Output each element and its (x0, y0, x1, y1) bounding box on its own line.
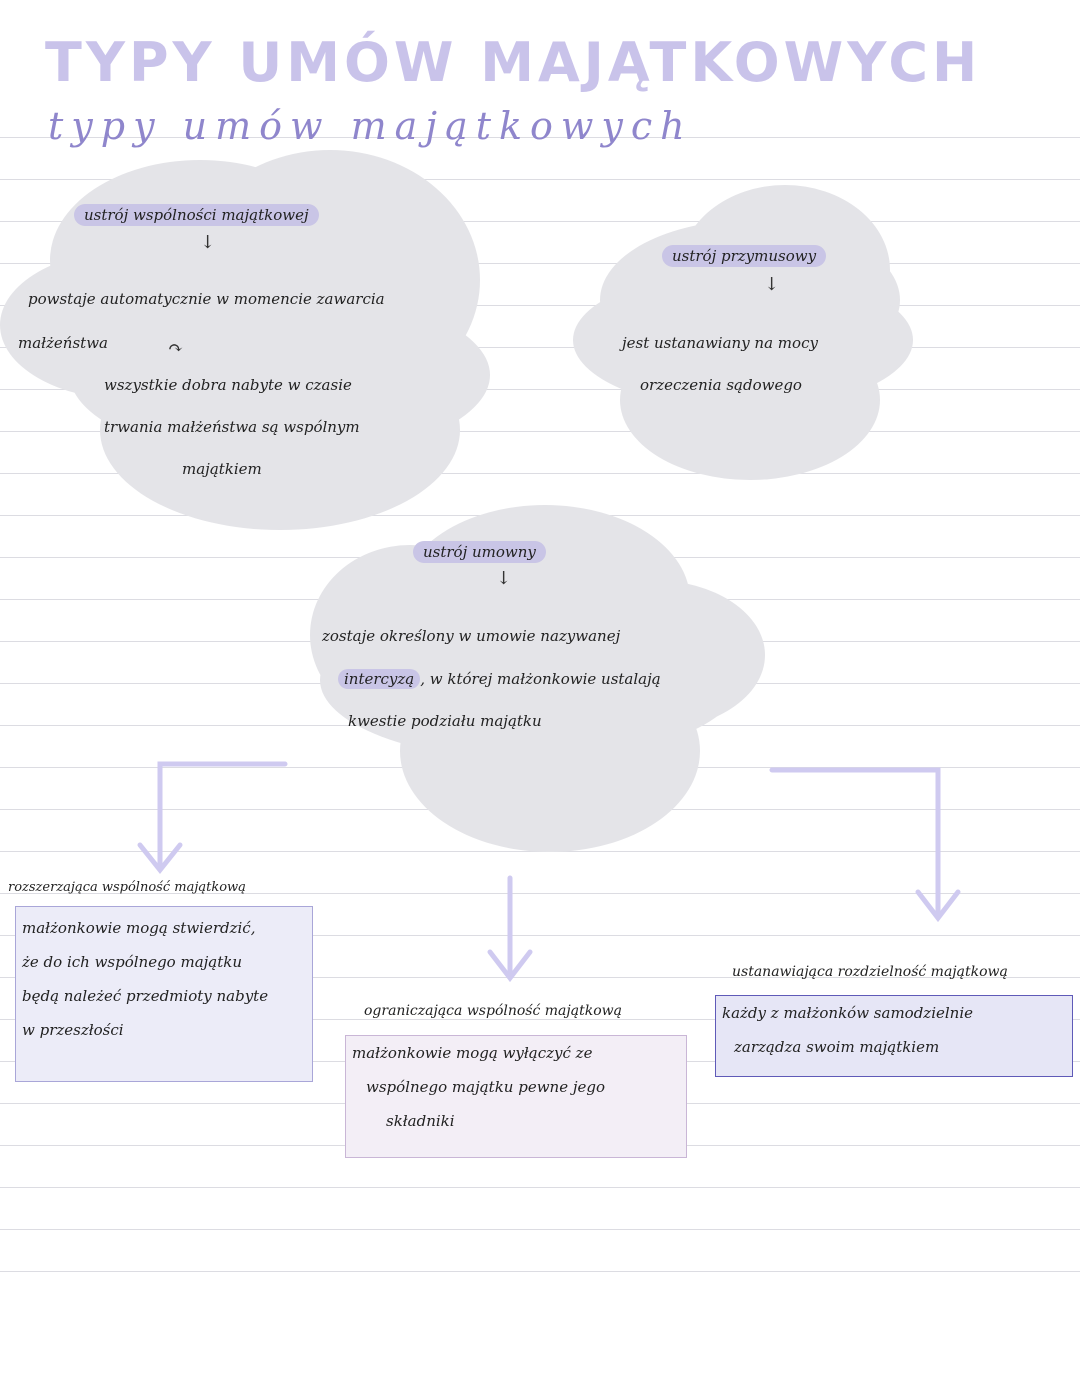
text-line: majątkiem (182, 460, 262, 478)
ruled-line (0, 1271, 1080, 1272)
text-line: orzeczenia sądowego (640, 376, 802, 394)
text-line: małżeństwa (18, 334, 108, 352)
label-separation: ustanawiająca rozdzielność majątkową (732, 964, 1008, 980)
ruled-line (0, 473, 1080, 474)
page-title: TYPY UMÓW MAJĄTKOWYCH (45, 31, 982, 94)
text-fragment: , w której małżonkowie ustalają (420, 670, 661, 688)
down-arrow-icon: ↓ (764, 274, 780, 295)
text-line: małżonkowie mogą stwierdzić, (22, 919, 256, 937)
text-line: intercyzą, w której małżonkowie ustalają (338, 669, 661, 689)
box-limiting: małżonkowie mogą wyłączyć ze wspólnego m… (345, 1035, 687, 1158)
text-line: powstaje automatycznie w momencie zawarc… (28, 290, 385, 308)
arrow-right (769, 767, 961, 923)
text-line: małżonkowie mogą wyłączyć ze (352, 1044, 593, 1062)
ruled-line (0, 1019, 1080, 1020)
text-line: będą należeć przedmioty nabyte (22, 987, 269, 1005)
ruled-line (0, 977, 1080, 978)
ruled-line (0, 179, 1080, 180)
page-title-script: typy umów majątkowych (48, 104, 693, 148)
text-line: zarządza swoim majątkiem (734, 1038, 940, 1056)
label-extending: rozszerzająca wspólność majątkową (8, 880, 246, 895)
heading-community-property: ustrój wspólności majątkowej (74, 204, 319, 226)
text-line: składniki (386, 1112, 455, 1130)
ruled-line (0, 221, 1080, 222)
text-line: trwania małżeństwa są wspólnym (104, 418, 360, 436)
ruled-line (0, 1187, 1080, 1188)
box-extending: małżonkowie mogą stwierdzić, że do ich w… (15, 906, 313, 1082)
ruled-line (0, 305, 1080, 306)
box-separation: każdy z małżonków samodzielnie zarządza … (715, 995, 1073, 1077)
text-line: że do ich wspólnego majątku (22, 953, 243, 971)
ruled-line (0, 431, 1080, 432)
label-limiting: ograniczająca wspólność majątkową (364, 1003, 622, 1019)
text-line: wspólnego majątku pewne jego (366, 1078, 605, 1096)
ruled-line (0, 263, 1080, 264)
down-arrow-icon: ↓ (200, 232, 216, 253)
ruled-line (0, 935, 1080, 936)
down-arrow-icon: ↓ (496, 568, 512, 589)
text-line: kwestie podziału majątku (348, 712, 542, 730)
ruled-line (0, 1229, 1080, 1230)
heading-contractual-regime: ustrój umowny (413, 541, 546, 563)
text-line: jest ustanawiany na mocy (622, 334, 818, 352)
ruled-line (0, 893, 1080, 894)
text-line: wszystkie dobra nabyte w czasie (104, 376, 352, 394)
arrow-middle (487, 875, 533, 983)
text-line: w przeszłości (22, 1021, 124, 1039)
arrow-left (137, 761, 288, 875)
ruled-line (0, 347, 1080, 348)
curved-arrow-icon: ↷ (168, 338, 184, 359)
text-line: zostaje określony w umowie nazywanej (322, 627, 621, 645)
heading-forced-regime: ustrój przymusowy (662, 245, 827, 267)
text-line: każdy z małżonków samodzielnie (722, 1004, 974, 1022)
ruled-line (0, 137, 1080, 138)
ruled-line (0, 389, 1080, 390)
highlight-prenup: intercyzą (338, 669, 421, 689)
